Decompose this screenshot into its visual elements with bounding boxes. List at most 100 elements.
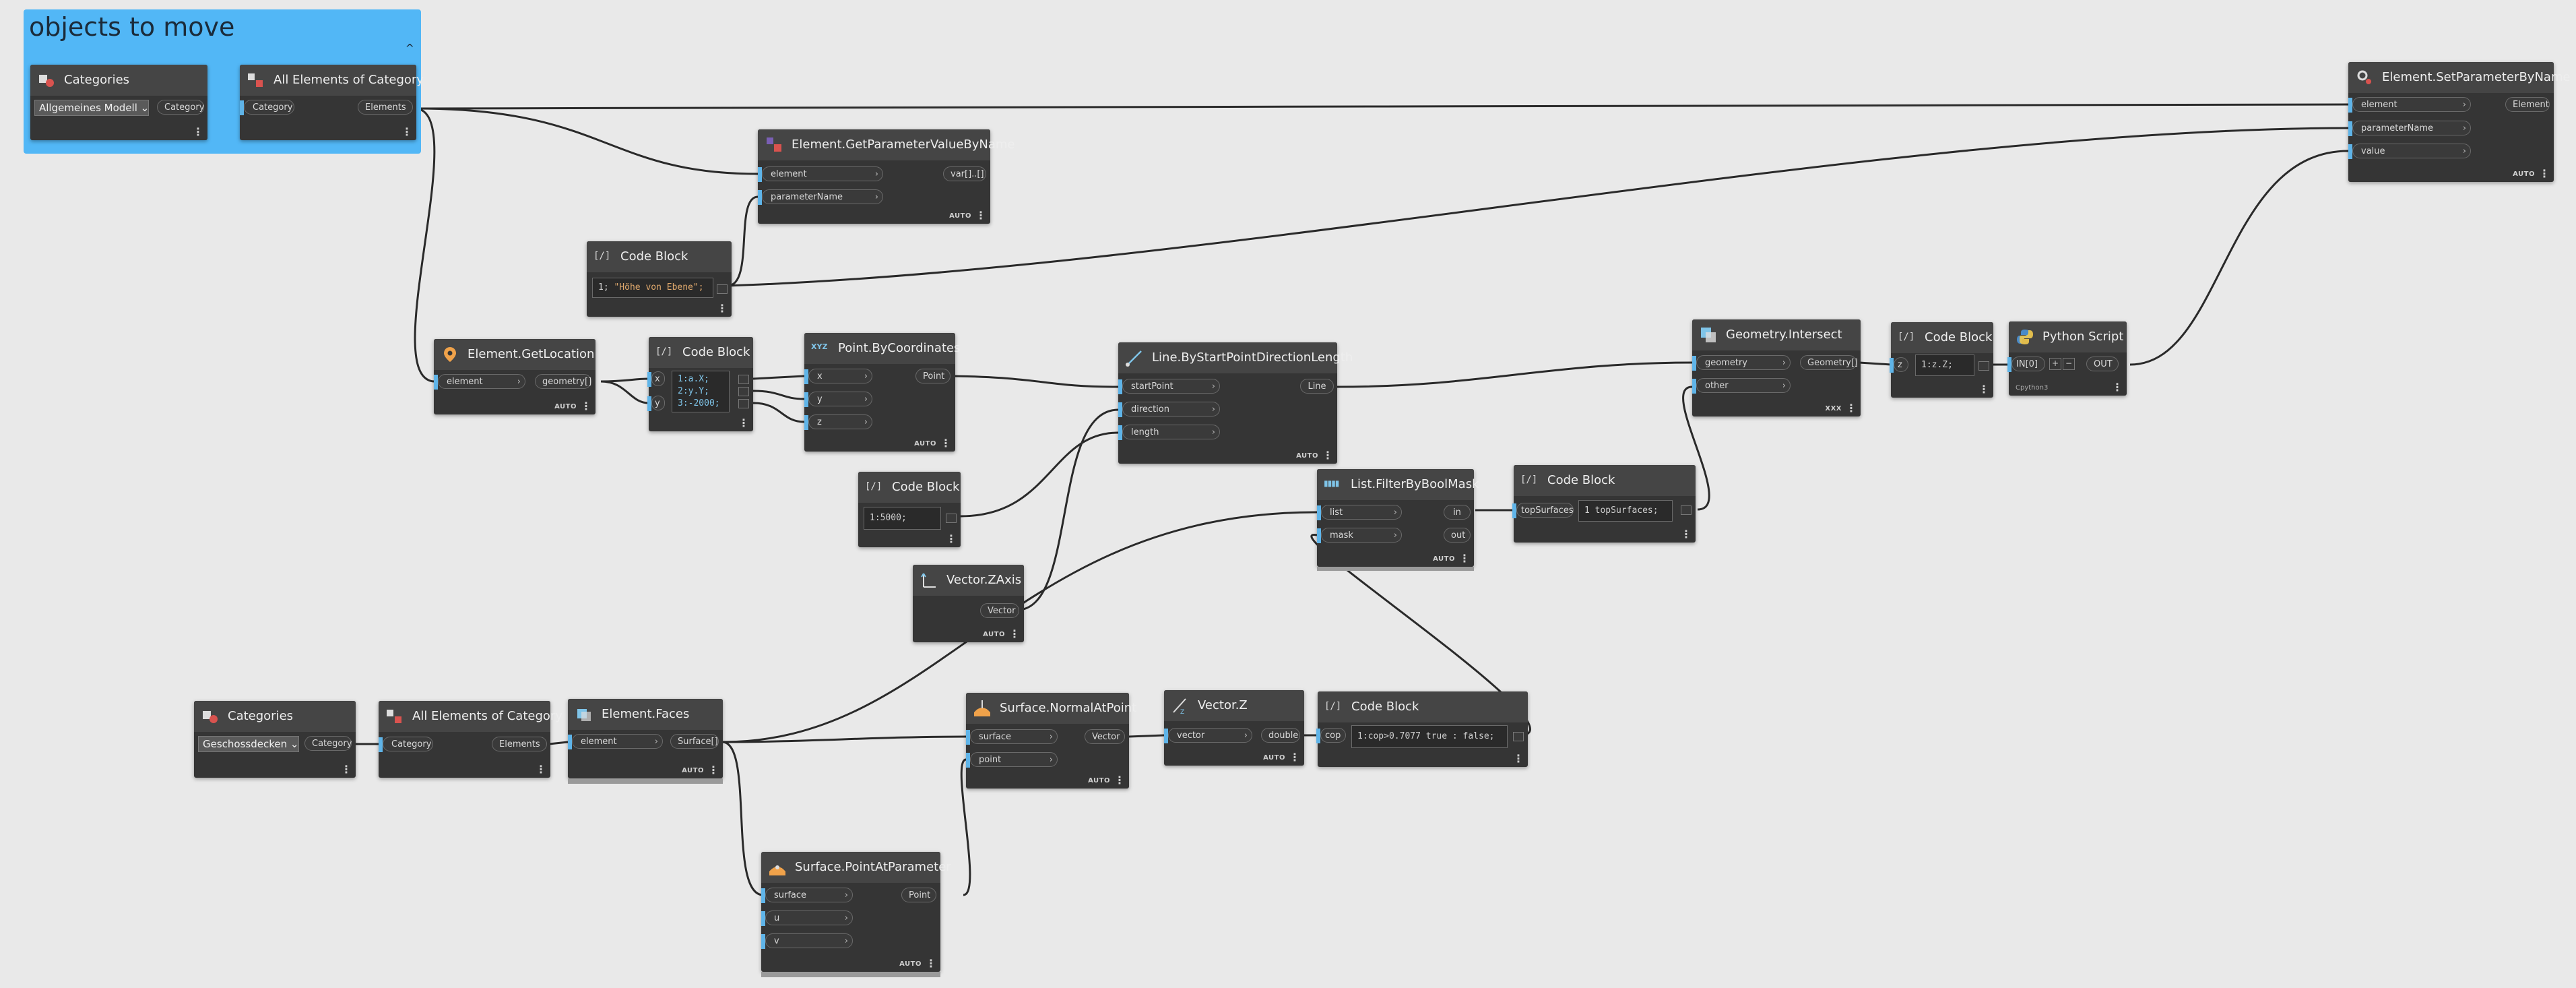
input-port[interactable]: Category — [379, 737, 433, 752]
input-port-cop[interactable]: cop — [1316, 728, 1346, 743]
output-port[interactable]: Line — [1300, 379, 1334, 394]
lacing-label[interactable]: AUTO — [899, 960, 922, 968]
output-port[interactable] — [717, 284, 728, 294]
node-menu-icon[interactable]: ⋮ — [401, 125, 412, 138]
node-element-faces[interactable]: Element.Faces element› Surface[] AUTO ⋮ — [568, 699, 723, 784]
node-surface-normal-at-point[interactable]: Surface.NormalAtPoint surface› point› Ve… — [966, 693, 1136, 789]
output-port[interactable]: Elements — [358, 100, 413, 115]
input-port-element[interactable]: element› — [2348, 97, 2471, 113]
node-menu-icon[interactable]: ⋮ — [341, 763, 352, 776]
node-menu-icon[interactable]: ⋮ — [1459, 552, 1470, 565]
category-dropdown[interactable]: Geschossdecken ⌄ — [198, 736, 299, 752]
output-port[interactable]: Point — [915, 369, 951, 383]
input-port-parameter-name[interactable]: parameterName› — [2348, 121, 2471, 136]
node-menu-icon[interactable]: ⋮ — [1114, 774, 1125, 786]
input-port-other[interactable]: other› — [1692, 378, 1791, 394]
category-dropdown[interactable]: Allgemeines Modell ⌄ — [34, 100, 149, 116]
input-port-u[interactable]: u› — [761, 910, 853, 926]
input-port-top-surfaces[interactable]: topSurfaces — [1512, 503, 1574, 518]
output-port[interactable]: Vector — [980, 603, 1019, 618]
input-port-x[interactable]: x — [647, 371, 665, 387]
node-menu-icon[interactable]: ⋮ — [926, 957, 936, 970]
node-menu-icon[interactable]: ⋮ — [975, 209, 986, 222]
node-categories[interactable]: Categories Geschossdecken ⌄ Category ⋮ — [194, 701, 356, 778]
input-port-start-point[interactable]: startPoint› — [1118, 379, 1220, 394]
node-menu-icon[interactable]: ⋮ — [1009, 627, 1020, 640]
input-port-element[interactable]: element› — [568, 734, 663, 749]
node-menu-icon[interactable]: ⋮ — [1513, 752, 1524, 765]
code-editor[interactable]: 1:a.X;2:y.Y;3:-2000; — [672, 371, 730, 412]
output-port[interactable] — [1978, 361, 1989, 371]
code-editor[interactable]: 1; "Höhe von Ebene"; — [592, 278, 713, 298]
node-code-block[interactable]: [/] Code Block topSurfaces 1 topSurfaces… — [1512, 465, 1696, 543]
lacing-label[interactable]: AUTO — [1296, 452, 1318, 460]
lacing-label[interactable]: AUTO — [2513, 171, 2535, 178]
input-port-surface[interactable]: surface› — [761, 888, 853, 903]
input-port-vector[interactable]: vector› — [1164, 728, 1252, 743]
output-port[interactable]: Element — [2505, 97, 2550, 112]
input-port[interactable]: Category — [240, 100, 294, 115]
node-menu-icon[interactable]: ⋮ — [1978, 383, 1989, 396]
code-editor[interactable]: 1:cop>0.7077 true : false; — [1351, 725, 1508, 748]
input-port-direction[interactable]: direction› — [1118, 402, 1220, 417]
node-menu-icon[interactable]: ⋮ — [581, 400, 591, 412]
node-vector-zaxis[interactable]: Vector.ZAxis Vector AUTO ⋮ — [913, 565, 1024, 642]
input-port-point[interactable]: point› — [966, 752, 1058, 768]
node-menu-icon[interactable]: ⋮ — [2539, 167, 2550, 180]
node-menu-icon[interactable]: ⋮ — [1322, 449, 1333, 462]
node-set-parameter-by-name[interactable]: Element.SetParameterByName element› para… — [2348, 62, 2571, 182]
code-editor[interactable]: 1 topSurfaces; — [1578, 500, 1673, 522]
lacing-label[interactable]: AUTO — [1088, 777, 1110, 784]
node-code-block[interactable]: [/] Code Block x y 1:a.X;2:y.Y;3:-2000; … — [647, 337, 753, 431]
node-menu-icon[interactable]: ⋮ — [708, 764, 719, 776]
node-line-by-start-point-direction-length[interactable]: Line.ByStartPointDirectionLength startPo… — [1118, 342, 1353, 464]
node-code-block[interactable]: [/] Code Block cop 1:cop>0.7077 true : f… — [1316, 691, 1528, 767]
node-point-by-coordinates[interactable]: XYZ Point.ByCoordinates x› y› z› Point A… — [804, 333, 960, 452]
node-code-block[interactable]: [/] Code Block 1; "Höhe von Ebene"; ⋮ — [587, 241, 732, 317]
node-geometry-intersect[interactable]: Geometry.Intersect geometry› other› Geom… — [1692, 319, 1861, 416]
input-port-list[interactable]: list› — [1317, 505, 1402, 520]
node-surface-point-at-parameter[interactable]: Surface.PointAtParameter surface› u› v› … — [761, 852, 951, 977]
input-port-surface[interactable]: surface› — [966, 729, 1058, 745]
node-menu-icon[interactable]: ⋮ — [946, 532, 957, 545]
output-port[interactable]: geometry[] — [535, 374, 591, 389]
lacing-label[interactable]: AUTO — [983, 631, 1005, 638]
output-port[interactable]: Point — [901, 888, 936, 902]
lacing-label[interactable]: XXX — [1825, 405, 1842, 412]
node-menu-icon[interactable]: ⋮ — [940, 437, 951, 450]
output-port[interactable]: double — [1261, 728, 1300, 743]
node-menu-icon[interactable]: ⋮ — [193, 125, 203, 138]
lacing-label[interactable]: AUTO — [1263, 754, 1285, 762]
node-menu-icon[interactable]: ⋮ — [717, 302, 728, 315]
input-port-length[interactable]: length› — [1118, 425, 1220, 440]
node-all-elements-of-category[interactable]: All Elements of Category Category Elemen… — [240, 65, 424, 140]
lacing-label[interactable]: AUTO — [949, 212, 971, 220]
node-get-parameter-value-by-name[interactable]: Element.GetParameterValueByName element›… — [758, 129, 1015, 224]
output-port[interactable]: Category — [304, 736, 352, 751]
output-port-in[interactable]: in — [1444, 505, 1471, 520]
node-menu-icon[interactable]: ⋮ — [1681, 528, 1692, 541]
node-code-block[interactable]: [/] Code Block 1:5000; ⋮ — [858, 472, 961, 547]
input-port-parameter-name[interactable]: parameterName› — [758, 189, 883, 205]
output-port[interactable] — [738, 399, 749, 408]
lacing-label[interactable]: AUTO — [554, 403, 577, 410]
output-port[interactable]: var[]..[] — [943, 166, 986, 181]
input-port-element[interactable]: element› — [758, 166, 883, 182]
input-port-value[interactable]: value› — [2348, 144, 2471, 159]
output-port[interactable] — [1513, 732, 1524, 741]
input-port-z[interactable]: z — [1890, 357, 1908, 373]
output-port[interactable]: Geometry[] — [1800, 355, 1858, 370]
node-vector-z[interactable]: Z Vector.Z vector› double AUTO ⋮ — [1164, 690, 1304, 766]
lacing-label[interactable]: AUTO — [1433, 555, 1455, 563]
collapse-icon[interactable]: ^ — [405, 42, 414, 55]
output-port[interactable]: Elements — [492, 737, 547, 751]
output-port[interactable] — [1681, 505, 1692, 515]
input-port-in0[interactable]: IN[0] — [2007, 357, 2045, 372]
node-menu-icon[interactable]: ⋮ — [738, 416, 749, 429]
output-port[interactable]: Surface[] — [670, 734, 719, 749]
output-port[interactable] — [738, 375, 749, 384]
add-input-button[interactable]: + — [2049, 358, 2061, 370]
input-port-y[interactable]: y — [647, 396, 665, 411]
node-menu-icon[interactable]: ⋮ — [1289, 751, 1300, 764]
lacing-label[interactable]: AUTO — [682, 767, 704, 774]
